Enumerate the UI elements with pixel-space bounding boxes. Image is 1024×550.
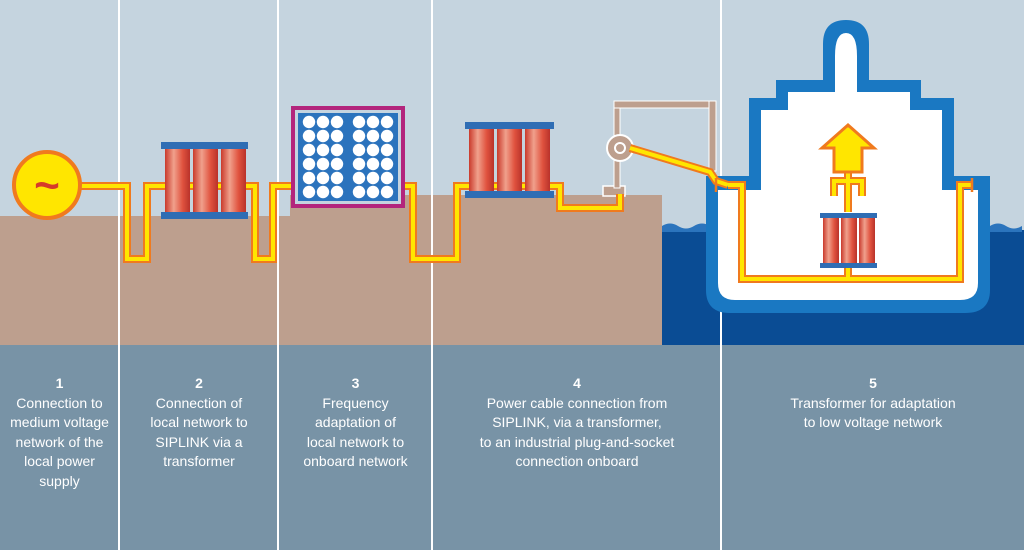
- converter-cell: [380, 143, 394, 157]
- step-3-caption: 3 Frequency adaptation of local network …: [279, 374, 432, 472]
- converter-cell: [302, 171, 316, 185]
- step-number: 3: [351, 375, 360, 391]
- step-number: 2: [195, 375, 203, 391]
- shore-transformer: [161, 142, 248, 219]
- converter-cell: [352, 171, 366, 185]
- step-description: Connection of local network to SIPLINK v…: [150, 394, 248, 470]
- converter-cell: [352, 115, 366, 129]
- converter-cell: [366, 185, 380, 199]
- converter-cell: [302, 143, 316, 157]
- converter-cell: [316, 171, 330, 185]
- onboard-transformer: [820, 213, 877, 268]
- converter-cell: [352, 129, 366, 143]
- converter-cell: [316, 157, 330, 171]
- step-description: Power cable connection from SIPLINK, via…: [479, 394, 675, 470]
- converter-cell: [366, 157, 380, 171]
- step-number: 5: [869, 375, 877, 391]
- caption-panel: [0, 345, 1024, 550]
- cable-reel-icon: [606, 134, 634, 162]
- step-description: Transformer for adaptation to low voltag…: [790, 394, 956, 431]
- converter-cells: [302, 115, 394, 199]
- step-description: Frequency adaptation of local network to…: [303, 394, 408, 470]
- converter-cell: [352, 157, 366, 171]
- converter-cell: [316, 143, 330, 157]
- converter-cell: [302, 129, 316, 143]
- converter-cell: [380, 157, 394, 171]
- converter-cell: [302, 115, 316, 129]
- converter-cell: [330, 157, 344, 171]
- step-2-caption: 2 Connection of local network to SIPLINK…: [120, 374, 278, 472]
- converter-cell: [330, 115, 344, 129]
- converter-cell: [380, 129, 394, 143]
- converter-cell: [366, 129, 380, 143]
- generator-symbol: ~: [12, 150, 82, 220]
- converter-cell: [302, 185, 316, 199]
- converter-cell: [366, 143, 380, 157]
- converter-cell: [330, 143, 344, 157]
- quay-ground: [0, 195, 662, 345]
- step-number: 1: [55, 375, 64, 391]
- converter-cell: [352, 143, 366, 157]
- converter-cell: [302, 157, 316, 171]
- step-number: 4: [573, 375, 581, 391]
- converter-cell: [316, 115, 330, 129]
- converter-cell: [352, 185, 366, 199]
- step-description: Connection to medium voltage network of …: [10, 394, 109, 489]
- converter-cell: [330, 171, 344, 185]
- step-5-caption: 5 Transformer for adaptation to low volt…: [722, 374, 1024, 433]
- converter-cell: [330, 129, 344, 143]
- step-1-caption: 1 Connection to medium voltage network o…: [0, 374, 119, 491]
- step-4-caption: 4 Power cable connection from SIPLINK, v…: [433, 374, 721, 472]
- up-arrow-icon: [818, 122, 878, 174]
- frequency-converter: [291, 106, 405, 208]
- converter-cell: [316, 129, 330, 143]
- alternating-current-icon: ~: [34, 161, 60, 210]
- quay-transformer: [465, 122, 554, 198]
- converter-cell: [316, 185, 330, 199]
- sea-waves: [662, 223, 1022, 232]
- converter-cell: [330, 185, 344, 199]
- converter-cell: [366, 171, 380, 185]
- converter-cell: [380, 115, 394, 129]
- converter-cell: [366, 115, 380, 129]
- converter-cell: [380, 171, 394, 185]
- converter-cell: [380, 185, 394, 199]
